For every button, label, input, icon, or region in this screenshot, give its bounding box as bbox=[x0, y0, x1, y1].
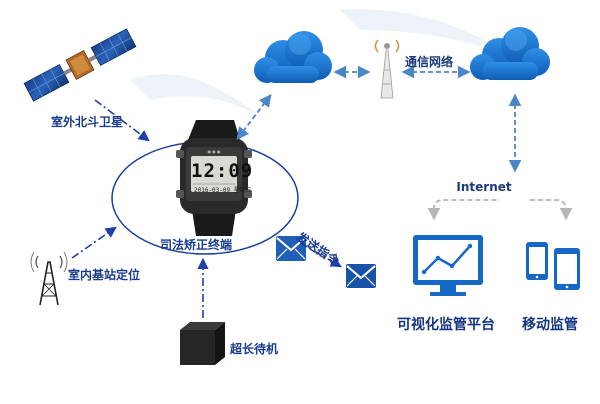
cloud-icon bbox=[470, 27, 550, 80]
arrow-internet-to-platform bbox=[427, 199, 500, 221]
satellite-label: 室外北斗卫星 bbox=[51, 115, 124, 129]
mobile-label: 移动监管 bbox=[522, 317, 578, 333]
decorative-swoosh bbox=[340, 9, 520, 60]
watch-date: 2016-03-09 星期三 bbox=[194, 187, 252, 194]
platform-label: 可视化监管平台 bbox=[397, 317, 495, 333]
battery-cube-icon bbox=[180, 322, 225, 365]
internet-label: Internet bbox=[456, 180, 512, 194]
arrow-internet-to-mobile bbox=[530, 199, 573, 221]
watch-time: 12:09 bbox=[191, 160, 254, 182]
smartwatch-icon: ● ● ● bbox=[176, 120, 252, 236]
satellite-icon bbox=[23, 28, 137, 102]
arrow-command-to-envelope bbox=[299, 242, 342, 268]
svg-text:● ● ●: ● ● ● bbox=[207, 149, 221, 154]
decorative-swoosh bbox=[130, 74, 280, 130]
base-station-tower-icon bbox=[30, 251, 68, 306]
envelope-icon bbox=[276, 236, 306, 261]
arrow-terminal-cloud bbox=[236, 93, 272, 141]
mobile-phones-icon bbox=[526, 242, 580, 290]
signal-tower-icon bbox=[374, 39, 400, 99]
network-label: 通信网络 bbox=[405, 55, 454, 69]
arrow-base-station-to-terminal bbox=[71, 226, 117, 259]
base-station-label: 室内基站定位 bbox=[68, 268, 141, 282]
envelope-icon bbox=[346, 264, 376, 288]
monitor-icon bbox=[413, 235, 483, 296]
standby-label: 超长待机 bbox=[230, 342, 279, 356]
arrow-satellite-to-terminal bbox=[94, 99, 150, 142]
terminal-label: 司法矫正终端 bbox=[160, 238, 233, 252]
cloud-icon bbox=[254, 31, 332, 83]
